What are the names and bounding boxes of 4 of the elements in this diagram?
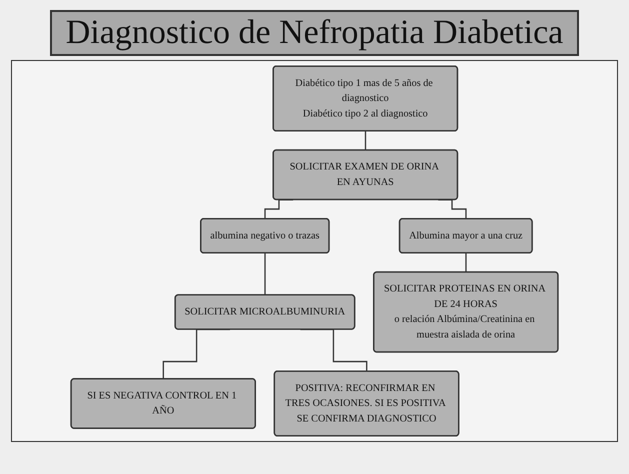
diagram-title: Diagnostico de Nefropatia Diabetica — [50, 10, 580, 56]
connector — [465, 252, 467, 273]
connector — [264, 252, 266, 296]
connector — [364, 130, 366, 151]
